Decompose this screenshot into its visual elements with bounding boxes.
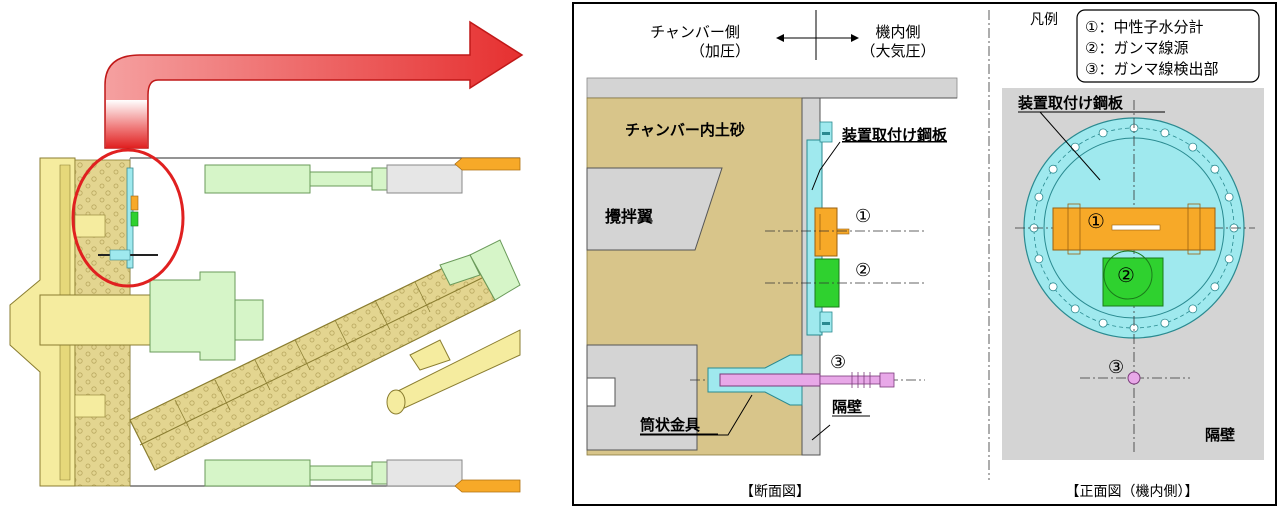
side-machine-sub: （大気圧）: [860, 42, 935, 60]
bolt-hole: [1210, 164, 1220, 174]
side-machine-label: 機内側: [875, 23, 920, 41]
jack-bottom: [204, 459, 311, 487]
gamma-detector-front: [1127, 371, 1141, 385]
marker-2-section: ②: [855, 260, 871, 281]
zoom-arrow-stem: [106, 100, 147, 148]
mount-plate-front-label: 装置取付け鋼板: [1017, 94, 1124, 112]
bolt-hole: [1034, 254, 1044, 264]
gamma-detector-section: [719, 373, 821, 387]
tube-fitting-label: 筒状金具: [640, 416, 700, 434]
mixing-blade-label: 攪拌翼: [605, 207, 653, 226]
section-caption: 【断面図】: [740, 484, 810, 500]
legend-box: [1076, 9, 1260, 83]
highlight-ellipse: [71, 148, 185, 288]
marker-2-front: ②: [1117, 263, 1135, 287]
bolt-hole: [1070, 142, 1080, 152]
legend-item-3: ③：ガンマ線検出部: [1085, 60, 1218, 78]
bolt-hole: [1224, 192, 1234, 202]
marker-3-section: ③: [830, 352, 846, 373]
front-view: 凡例 ①：中性子水分計 ②：ガンマ線源 ③：ガンマ線検出部 ① ② ③: [1002, 9, 1264, 500]
zoom-arrow: [104, 20, 524, 149]
side-chamber-label: チャンバー側: [650, 23, 740, 41]
bolt-hole: [1048, 164, 1058, 174]
bulkhead-label-section: 隔壁: [832, 398, 862, 416]
marker-1-front: ①: [1087, 209, 1105, 233]
neutron-meter-section: [814, 207, 838, 257]
bulkhead-front-label: 隔壁: [1205, 426, 1235, 444]
mount-plate-label: 装置取付け鋼板: [841, 126, 948, 144]
bolt-hole: [1188, 142, 1198, 152]
side-chamber-sub: （加圧）: [690, 42, 750, 60]
bolt-hole: [1098, 128, 1108, 138]
chamber-soil-label: チャンバー内土砂: [625, 121, 745, 139]
bolt-hole: [1098, 318, 1108, 328]
front-caption: 【正面図（機内側）】: [1066, 484, 1199, 500]
bolt-hole: [1160, 128, 1170, 138]
marker-1-section: ①: [855, 206, 871, 227]
tbm-overview: [9, 20, 524, 493]
bolt-hole: [1070, 304, 1080, 314]
legend-item-2: ②：ガンマ線源: [1085, 39, 1188, 57]
main-shaft: [39, 294, 151, 346]
bolt-hole: [1224, 254, 1234, 264]
bolt-hole: [1160, 318, 1170, 328]
bolt-hole: [1048, 282, 1058, 292]
gamma-source-front: [1102, 257, 1164, 307]
jack-top: [204, 164, 311, 194]
marker-3-front: ③: [1108, 357, 1124, 378]
section-view: チャンバー側 （加圧） 機内側 （大気圧） チャンバー内土砂 攪拌翼: [586, 10, 958, 500]
bolt-hole: [1034, 192, 1044, 202]
bolt-hole: [1210, 282, 1220, 292]
legend-title: 凡例: [1030, 12, 1058, 28]
legend-item-1: ①：中性子水分計: [1085, 18, 1203, 36]
bolt-hole: [1188, 304, 1198, 314]
screw-conveyor: [129, 239, 521, 471]
mixing-blade: [586, 167, 723, 251]
